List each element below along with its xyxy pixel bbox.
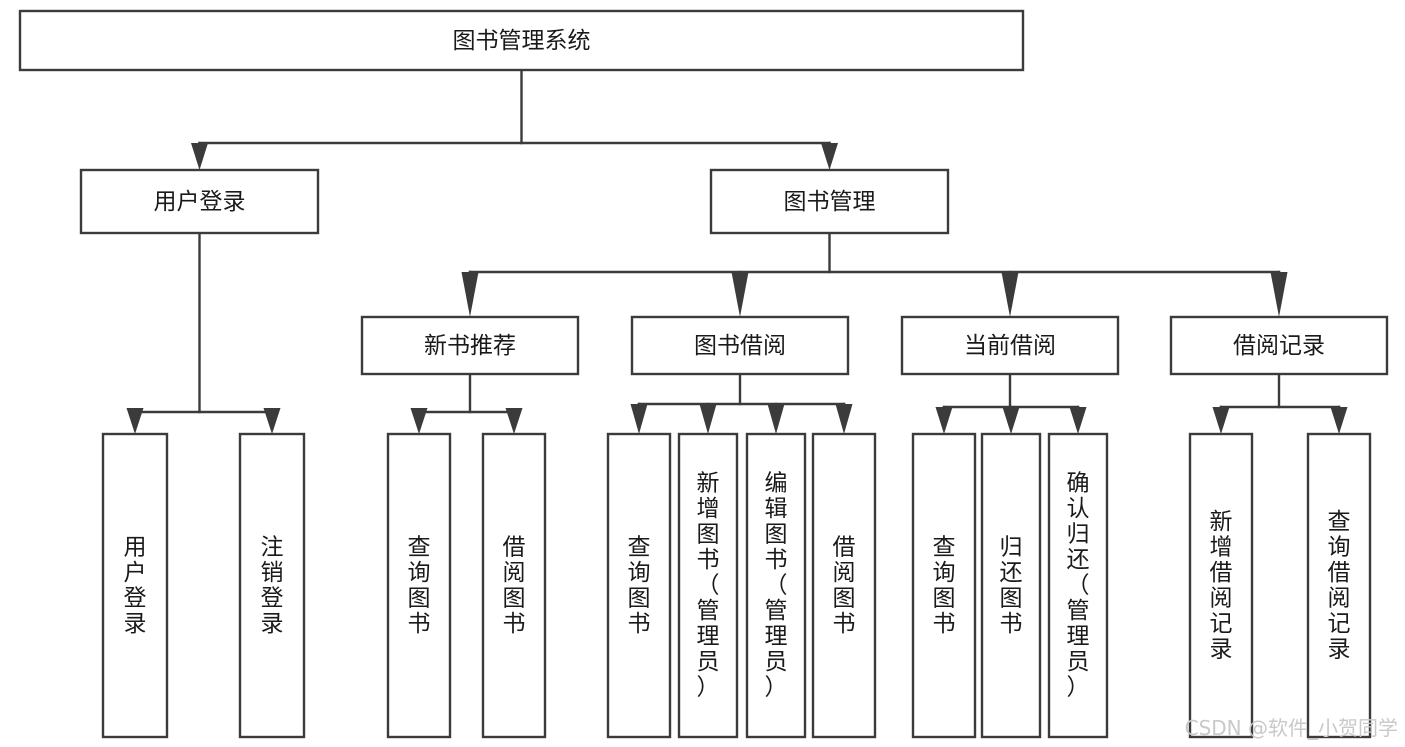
node-root[interactable]: 图书管理系统 <box>18 9 1025 72</box>
node-label: 借阅记录 <box>1233 333 1325 359</box>
node-box <box>709 168 950 235</box>
arrow-head-icon <box>767 404 785 434</box>
arrow-head-icon <box>731 272 749 317</box>
node-box <box>677 432 739 739</box>
node-box <box>1169 315 1389 376</box>
node-leaf_query_record[interactable]: 查询借阅记录 <box>1306 432 1372 739</box>
node-leaf_add_book[interactable]: 新增图书（管理员） <box>677 432 739 739</box>
arrow-head-icon <box>835 404 853 434</box>
arrow-head-icon <box>1212 407 1230 434</box>
node-box <box>238 432 306 739</box>
node-box <box>360 315 580 376</box>
arrow-head-icon <box>263 408 281 434</box>
node-label: 查询图书 <box>933 534 956 637</box>
node-borrow_record[interactable]: 借阅记录 <box>1169 315 1389 376</box>
watermark-label: CSDN @软件_小贺同学 <box>1185 716 1398 740</box>
arrow-head-icon <box>1330 407 1348 434</box>
node-label: 编辑图书（管理员） <box>765 471 788 701</box>
node-book_manage[interactable]: 图书管理 <box>709 168 950 235</box>
node-label: 当前借阅 <box>964 333 1056 359</box>
node-box <box>101 432 169 739</box>
node-label: 图书管理系统 <box>453 28 591 54</box>
connector-layer <box>126 68 1348 434</box>
node-leaf_borrow_book_1[interactable]: 借阅图书 <box>481 432 547 739</box>
node-label: 确认归还（管理员） <box>1067 471 1090 701</box>
node-label: 借阅图书 <box>503 534 526 637</box>
node-box <box>606 432 672 739</box>
node-box <box>79 168 320 235</box>
node-current_borrow[interactable]: 当前借阅 <box>900 315 1120 376</box>
arrow-head-icon <box>410 408 428 434</box>
node-box <box>386 432 452 739</box>
arrow-head-icon <box>126 408 144 434</box>
arrow-head-icon <box>1002 407 1020 434</box>
node-label: 查询图书 <box>408 534 431 637</box>
node-leaf_query_book_3[interactable]: 查询图书 <box>911 432 977 739</box>
node-label: 查询图书 <box>628 534 651 637</box>
arrow-head-icon <box>1001 272 1019 317</box>
node-label: 图书管理 <box>784 189 876 215</box>
node-layer: 图书管理系统用户登录图书管理新书推荐图书借阅当前借阅借阅记录用户登录注销登录查询… <box>18 9 1389 739</box>
node-box <box>811 432 877 739</box>
node-box <box>1188 432 1254 739</box>
node-label: 查询借阅记录 <box>1328 509 1351 663</box>
node-leaf_user_logout[interactable]: 注销登录 <box>238 432 306 739</box>
node-box <box>980 432 1042 739</box>
node-label: 新书推荐 <box>424 333 516 359</box>
node-box <box>18 9 1025 72</box>
node-leaf_edit_book[interactable]: 编辑图书（管理员） <box>745 432 807 739</box>
node-label: 新增借阅记录 <box>1210 509 1233 663</box>
node-label: 用户登录 <box>124 534 147 637</box>
node-box <box>911 432 977 739</box>
node-box <box>745 432 807 739</box>
node-leaf_confirm_return[interactable]: 确认归还（管理员） <box>1047 432 1109 739</box>
arrow-head-icon <box>935 407 953 434</box>
node-new_book_rec[interactable]: 新书推荐 <box>360 315 580 376</box>
node-leaf_query_book_2[interactable]: 查询图书 <box>606 432 672 739</box>
node-label: 注销登录 <box>261 534 284 637</box>
arrow-head-icon <box>461 272 479 317</box>
node-label: 借阅图书 <box>833 534 856 637</box>
node-label: 归还图书 <box>1000 534 1023 637</box>
node-leaf_query_book_1[interactable]: 查询图书 <box>386 432 452 739</box>
node-box <box>481 432 547 739</box>
node-box <box>1306 432 1372 739</box>
arrow-head-icon <box>821 143 838 170</box>
node-leaf_return_book[interactable]: 归还图书 <box>980 432 1042 739</box>
node-user_login[interactable]: 用户登录 <box>79 168 320 235</box>
node-leaf_add_record[interactable]: 新增借阅记录 <box>1188 432 1254 739</box>
node-label: 用户登录 <box>154 189 246 215</box>
arrow-head-icon <box>505 408 523 434</box>
arrow-head-icon <box>1270 272 1288 317</box>
node-leaf_user_login[interactable]: 用户登录 <box>101 432 169 739</box>
node-label: 图书借阅 <box>694 333 786 359</box>
node-box <box>630 315 850 376</box>
node-box <box>900 315 1120 376</box>
node-label: 新增图书（管理员） <box>697 471 720 701</box>
arrow-head-icon <box>191 143 208 170</box>
node-box <box>1047 432 1109 739</box>
node-book_borrow[interactable]: 图书借阅 <box>630 315 850 376</box>
arrow-head-icon <box>1069 407 1087 434</box>
arrow-head-icon <box>699 404 717 434</box>
arrow-head-icon <box>630 404 648 434</box>
node-leaf_borrow_book_2[interactable]: 借阅图书 <box>811 432 877 739</box>
